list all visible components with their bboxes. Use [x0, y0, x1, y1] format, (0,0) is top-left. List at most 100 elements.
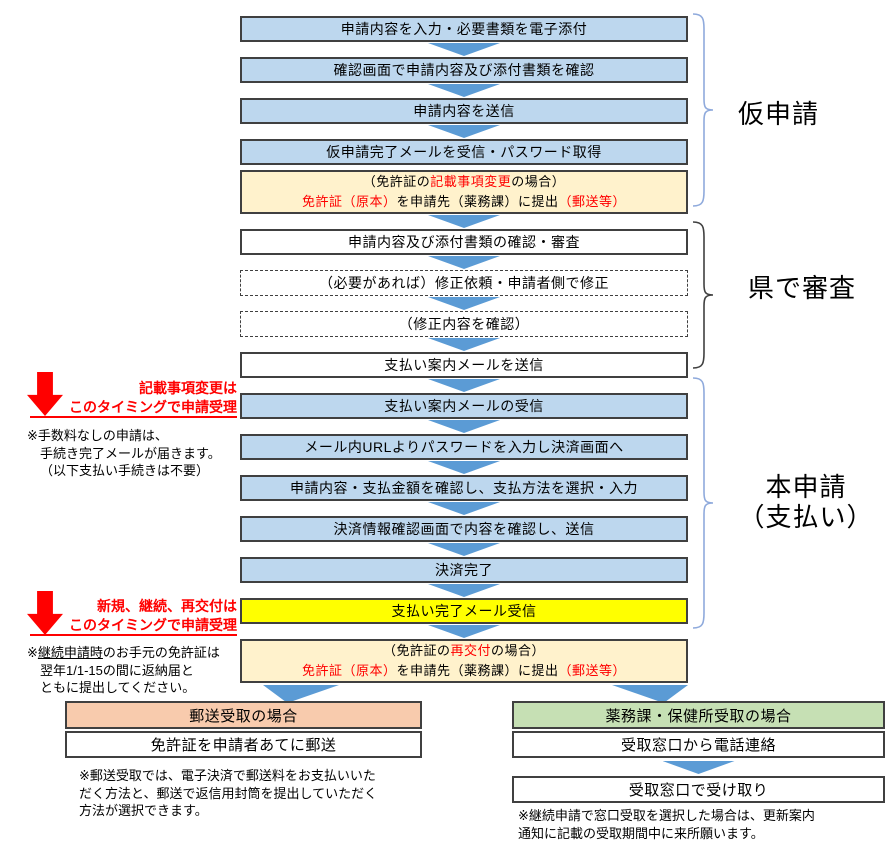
annotation2-underline [30, 634, 237, 636]
annotation1-note: ※手数料なしの申請は、 手続き完了メールが届きます。 （以下支払い手続きは不要） [27, 427, 221, 480]
annotation1-red-line2: このタイミングで申請受理 [69, 399, 237, 415]
down-arrow-icon [662, 761, 735, 774]
down-arrow-icon [428, 543, 500, 556]
section-label-payment-line2: （支払い） [738, 502, 874, 532]
arrow-gap [240, 542, 688, 557]
annotation1-note-line3: （以下支払い手続きは不要） [40, 463, 210, 478]
arrow-gap [240, 624, 688, 639]
flow-step-payment-guide-received: 支払い案内メールの受信 [240, 393, 688, 419]
annotation1-note-line2: 手続き完了メールが届きます。 [40, 445, 221, 461]
brace-provisional [692, 13, 714, 207]
arrow-gap [240, 337, 688, 352]
window-branch-note-line1: ※継続申請で窓口受取を選択した場合は、更新案内 [518, 808, 815, 823]
annotation2-note-line1: ※継続申請時のお手元の免許証は [27, 644, 220, 662]
note-line-2: 免許証（原本）を申請先（薬務課）に提出（郵送等） [302, 661, 626, 681]
text-segment-red: （郵送等） [558, 663, 627, 678]
flow-step-correction-check: （修正内容を確認） [240, 311, 688, 337]
mail-receipt-branch: 郵送受取の場合 免許証を申請者あてに郵送 ※郵送受取では、電子決済で郵送料をお支… [65, 701, 422, 820]
mail-branch-note: ※郵送受取では、電子決済で郵送料をお支払いいた だく方法と、郵送で返信用封筒を提… [65, 767, 422, 820]
mail-branch-step: 免許証を申請者あてに郵送 [65, 731, 422, 758]
down-arrow-icon [428, 584, 500, 597]
window-branch-note: ※継続申請で窓口受取を選択した場合は、更新案内 通知に記載の受取期間中に来所願い… [512, 807, 885, 842]
section-label-payment-line1: 本申請 [765, 472, 847, 502]
down-arrow-icon [428, 256, 500, 269]
flow-step-enter-application: 申請内容を入力・必要書類を電子添付 [240, 16, 688, 42]
flow-step-payment-guide-sent: 支払い案内メールを送信 [240, 352, 688, 378]
annotation2-red-text: 新規、継続、再交付は このタイミングで申請受理 [40, 597, 237, 635]
down-arrow-icon [428, 297, 500, 310]
arrow-gap [240, 124, 688, 139]
note-line-2: 免許証（原本）を申請先（薬務課）に提出（郵送等） [302, 192, 626, 212]
arrow-gap [240, 83, 688, 98]
flow-step-payment-complete-mail: 支払い完了メール受信 [240, 598, 688, 624]
flow-step-select-payment-method: 申請内容・支払金額を確認し、支払方法を選択・入力 [240, 475, 688, 501]
annotation1-note-line1: ※手数料なしの申請は、 [27, 428, 168, 443]
down-arrow-icon [428, 43, 500, 56]
flow-step-password-entry: メール内URLよりパスワードを入力し決済画面へ [240, 434, 688, 460]
down-arrow-icon [428, 461, 500, 474]
text-segment-red: （郵送等） [558, 194, 627, 209]
brace-payment [692, 377, 714, 629]
arrow-gap [240, 460, 688, 475]
note-line-1: （免許証の記載事項変更の場合） [363, 172, 566, 192]
down-arrow-icon [428, 379, 500, 392]
text-segment-red: 免許証（原本） [301, 663, 397, 678]
brace-review [692, 221, 714, 369]
section-label-provisional: 仮申請 [738, 99, 820, 129]
flow-step-confirm-screen: 確認画面で申請内容及び添付書類を確認 [240, 57, 688, 83]
flow-step-provisional-complete-mail: 仮申請完了メールを受信・パスワード取得 [240, 139, 688, 165]
flow-step-send-application: 申請内容を送信 [240, 98, 688, 124]
text-segment-red: 記載事項変更 [430, 173, 512, 189]
text-segment-red: 再交付 [450, 642, 491, 658]
text-segment: の場合） [511, 173, 566, 189]
window-receipt-branch: 薬務課・保健所受取の場合 受取窓口から電話連絡 受取窓口で受け取り ※継続申請で… [512, 701, 885, 842]
arrow-gap [240, 419, 688, 434]
window-branch-note-line2: 通知に記載の受取期間中に来所願います。 [518, 825, 764, 841]
mail-branch-note-line2: だく方法と、郵送で返信用封筒を提出していただく [79, 785, 378, 801]
text-segment: （免許証の [362, 173, 431, 189]
down-arrow-icon [428, 338, 500, 351]
section-label-payment: 本申請 （支払い） [726, 472, 886, 532]
text-segment: を申請先（薬務課）に提出 [396, 663, 559, 678]
annotation2-note: ※継続申請時のお手元の免許証は 翌年1/1-15の間に返納届と ともに提出してく… [27, 644, 220, 697]
flow-step-payment-confirm-send: 決済情報確認画面で内容を確認し、送信 [240, 516, 688, 542]
annotation1-red-line1: 記載事項変更は [139, 380, 237, 396]
down-arrow-icon [428, 625, 500, 638]
down-arrow-icon [428, 420, 500, 433]
arrow-gap [240, 296, 688, 311]
down-arrow-icon [428, 215, 500, 228]
annotation2-note-line3: ともに提出してください。 [40, 680, 196, 695]
text-segment: ※ [27, 645, 38, 660]
flow-step-review: 申請内容及び添付書類の確認・審査 [240, 229, 688, 255]
flow-step-payment-complete: 決済完了 [240, 557, 688, 583]
arrow-gap [240, 501, 688, 516]
section-label-review: 県で審査 [748, 273, 857, 303]
window-branch-step1: 受取窓口から電話連絡 [512, 731, 885, 758]
annotation1-red-text: 記載事項変更は このタイミングで申請受理 [40, 379, 237, 417]
annotation2-note-line2: 翌年1/1-15の間に返納届と [40, 662, 194, 678]
text-segment-underlined: 継続申請時 [37, 645, 103, 660]
text-segment: （免許証の [382, 642, 451, 658]
down-arrow-icon [428, 125, 500, 138]
flow-note-reissue: （免許証の再交付の場合） 免許証（原本）を申請先（薬務課）に提出（郵送等） [240, 639, 688, 683]
window-branch-step2: 受取窓口で受け取り [512, 776, 885, 803]
annotation2-red-line1: 新規、継続、再交付は [97, 598, 237, 614]
down-arrow-icon [428, 502, 500, 515]
down-arrow-icon [428, 84, 500, 97]
text-segment: の場合） [491, 642, 546, 658]
arrow-gap [240, 214, 688, 229]
text-segment: を申請先（薬務課）に提出 [396, 194, 559, 209]
annotation1-underline [30, 416, 237, 418]
text-segment-red: 免許証（原本） [301, 194, 397, 209]
flow-step-correction-request: （必要があれば）修正依頼・申請者側で修正 [240, 270, 688, 296]
window-branch-header: 薬務課・保健所受取の場合 [512, 701, 885, 729]
arrow-gap [240, 42, 688, 57]
note-line-1: （免許証の再交付の場合） [383, 641, 545, 661]
mail-branch-note-line3: 方法が選択できます。 [79, 803, 208, 818]
arrow-gap [240, 378, 688, 393]
mail-branch-header: 郵送受取の場合 [65, 701, 422, 729]
mail-branch-note-line1: ※郵送受取では、電子決済で郵送料をお支払いいた [79, 768, 376, 783]
main-flow-column: 申請内容を入力・必要書類を電子添付 確認画面で申請内容及び添付書類を確認 申請内… [240, 16, 688, 683]
text-segment: のお手元の免許証は [102, 645, 220, 660]
